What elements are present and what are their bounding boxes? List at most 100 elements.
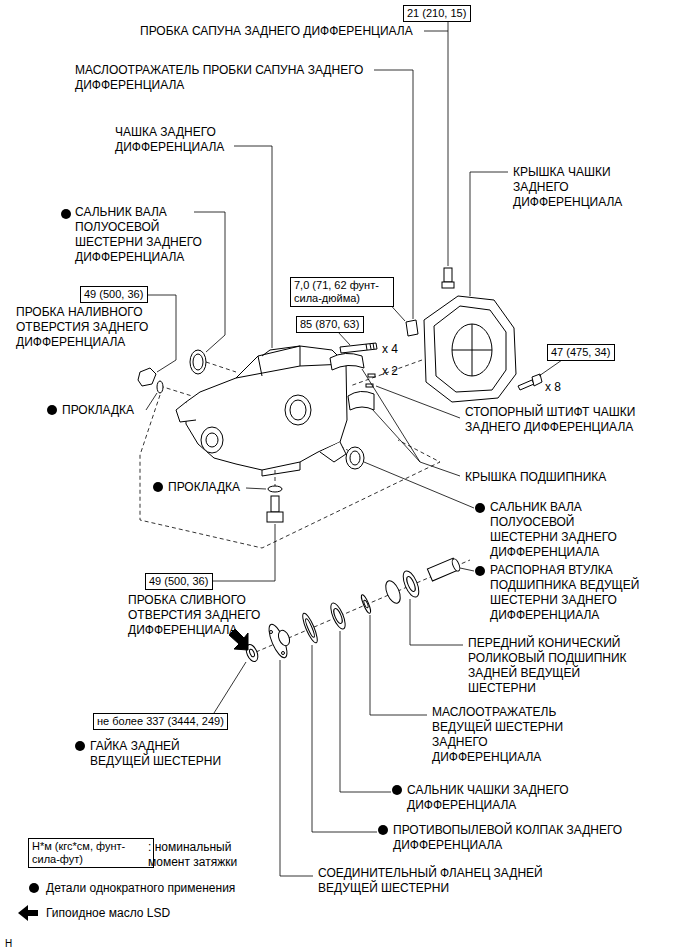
part-label: ПРОКЛАДКА bbox=[62, 403, 134, 418]
legend-text: : номинальный момент затяжки bbox=[148, 840, 237, 869]
breather-plug bbox=[442, 268, 454, 288]
stud-bolt bbox=[340, 343, 377, 353]
breather-deflector bbox=[406, 320, 418, 336]
leader-line bbox=[338, 332, 350, 345]
legend-arrow bbox=[18, 905, 38, 921]
drain-plug bbox=[267, 512, 283, 522]
torque-box: 7,0 (71, 62 фунт-сила-дюйма) bbox=[290, 277, 394, 307]
drain-plug bbox=[271, 496, 279, 512]
leader-line bbox=[376, 386, 460, 418]
quantity-label: x 4 bbox=[382, 342, 398, 357]
legend-entry: : номинальный момент затяжки bbox=[148, 840, 263, 870]
single-use-mark bbox=[475, 503, 485, 513]
torque-value: 85 (870, 63) bbox=[300, 318, 359, 331]
dust-deflector bbox=[304, 618, 315, 638]
quantity-label: x 2 bbox=[382, 364, 398, 379]
part-label: ПРОБКА НАЛИВНОГО ОТВЕРСТИЯ ЗАДНЕГО ДИФФЕ… bbox=[16, 305, 168, 350]
leader-line bbox=[280, 660, 313, 876]
leader-line bbox=[194, 212, 225, 352]
differential-carrier bbox=[236, 364, 346, 378]
cover-bolt bbox=[518, 380, 534, 390]
quantity-label: x 8 bbox=[545, 380, 561, 395]
torque-value: 21 (210, 15) bbox=[407, 7, 466, 20]
single-use-mark bbox=[475, 566, 485, 576]
leader-line bbox=[214, 662, 246, 713]
assembly-axis bbox=[160, 386, 192, 396]
differential-carrier bbox=[262, 346, 300, 356]
leader-line bbox=[470, 172, 508, 296]
assembly-axis bbox=[140, 395, 440, 548]
part-label: КРЫШКА ПОДШИПНИКА bbox=[465, 470, 606, 485]
part-label: ПРОБКА САПУНА ЗАДНЕГО ДИФФЕРЕНЦИАЛА bbox=[140, 24, 500, 39]
differential-carrier bbox=[186, 346, 347, 470]
torque-box: 21 (210, 15) bbox=[403, 5, 471, 22]
leader-line bbox=[460, 568, 474, 571]
torque-box: 49 (500, 36) bbox=[145, 573, 213, 590]
oil-slinger bbox=[363, 600, 369, 609]
stud-bolt bbox=[366, 343, 374, 350]
figure-code: H bbox=[5, 936, 12, 951]
tapered-bearing bbox=[383, 569, 422, 606]
cover-bolt bbox=[532, 374, 542, 386]
torque-value: Н*м (кгс*см, фунт-сила-фут) bbox=[32, 840, 150, 866]
bearing-spacer bbox=[427, 558, 461, 581]
bearing-spacer bbox=[451, 558, 462, 572]
oil-seal bbox=[328, 601, 348, 631]
companion-flange bbox=[270, 631, 273, 634]
carrier-cover bbox=[452, 324, 492, 376]
legend-entry: Детали однократного применения bbox=[46, 881, 235, 896]
leader-line bbox=[372, 409, 420, 462]
single-use-mark bbox=[75, 741, 85, 751]
differential-carrier bbox=[201, 427, 223, 453]
torque-value: 49 (500, 36) bbox=[149, 575, 208, 588]
torque-box: 49 (500, 36) bbox=[80, 286, 148, 303]
torque-value: не более 337 (3444, 249) bbox=[97, 715, 224, 728]
differential-carrier bbox=[320, 442, 346, 462]
torque-box: 47 (475, 34) bbox=[547, 344, 615, 361]
breather-deflector bbox=[406, 320, 418, 336]
drain-plug bbox=[267, 486, 283, 522]
leader-line bbox=[410, 599, 463, 645]
side-seal bbox=[193, 354, 203, 370]
part-label: МАСЛООТРАЖАТЕЛЬ ПРОБКИ САПУНА ЗАДНЕГО ДИ… bbox=[75, 63, 395, 93]
part-label: ГАЙКА ЗАДНЕЙ ВЕДУЩЕЙ ШЕСТЕРНИ bbox=[90, 739, 235, 769]
differential-carrier bbox=[206, 433, 218, 447]
part-label: СОЕДИНИТЕЛЬНЫЙ ФЛАНЕЦ ЗАДНЕЙ ВЕДУЩЕЙ ШЕС… bbox=[318, 866, 568, 896]
differential-carrier bbox=[285, 395, 311, 425]
part-label: СТОПОРНЫЙ ШТИФТ ЧАШКИ ЗАДНЕГО ДИФФЕРЕНЦИ… bbox=[465, 405, 655, 435]
part-label: САЛЬНИК ЧАШКИ ЗАДНЕГО ДИФФЕРЕНЦИАЛА bbox=[407, 783, 602, 813]
side-seal bbox=[190, 350, 364, 469]
legend-arrow bbox=[18, 905, 38, 921]
companion-flange bbox=[276, 629, 291, 648]
filler-plug bbox=[157, 381, 163, 393]
tapered-bearing bbox=[405, 575, 417, 592]
legend-text: Детали однократного применения bbox=[46, 881, 235, 895]
single-use-mark bbox=[378, 825, 388, 835]
leader-line bbox=[340, 631, 391, 792]
torque-box: не более 337 (3444, 249) bbox=[93, 713, 228, 730]
breather-plug bbox=[444, 268, 452, 282]
torque-box: 85 (870, 63) bbox=[296, 316, 364, 333]
side-seal bbox=[190, 350, 206, 374]
single-use-mark bbox=[47, 405, 57, 415]
tapered-bearing bbox=[383, 579, 403, 606]
leader-line bbox=[362, 369, 460, 476]
differential-carrier bbox=[176, 346, 347, 476]
differential-carrier bbox=[290, 400, 306, 420]
knock-pin bbox=[368, 374, 375, 377]
differential-carrier bbox=[300, 346, 301, 366]
filler-plug bbox=[138, 368, 156, 386]
oil-slinger bbox=[360, 594, 372, 614]
leader-line bbox=[364, 462, 474, 508]
torque-value: 47 (475, 34) bbox=[551, 346, 610, 359]
leader-line bbox=[246, 488, 266, 489]
differential-carrier bbox=[262, 462, 300, 476]
drain-plug bbox=[268, 486, 282, 492]
cover-bolt bbox=[518, 374, 542, 390]
part-label: РАСПОРНАЯ ВТУЛКА ПОДШИПНИКА ВЕДУЩЕЙ ШЕСТ… bbox=[490, 563, 655, 623]
side-seal bbox=[350, 451, 360, 465]
torque-value: 7,0 (71, 62 фунт-сила-дюйма) bbox=[294, 279, 390, 305]
differential-carrier bbox=[258, 356, 262, 376]
bearing-cap bbox=[330, 353, 374, 410]
legend-entry: Гипоидное масло LSD bbox=[46, 906, 170, 921]
